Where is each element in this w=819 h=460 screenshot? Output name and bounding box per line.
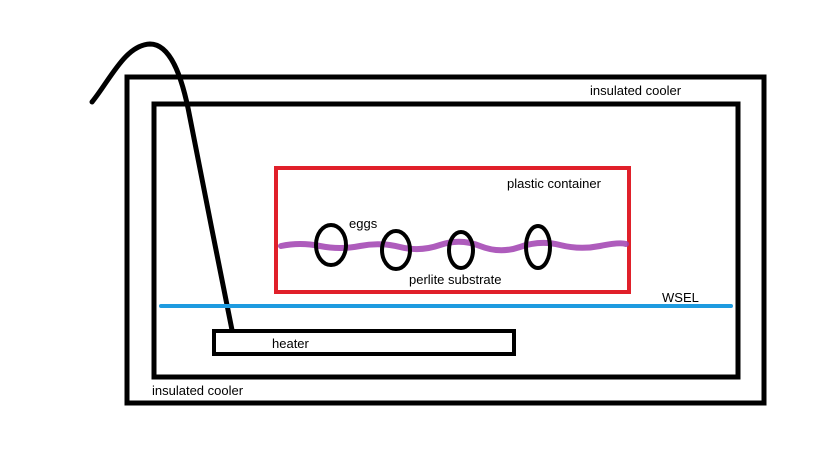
plastic-container-box — [274, 166, 631, 294]
outer-cooler-top-label: insulated cooler — [590, 83, 682, 98]
heater-box — [212, 329, 516, 356]
inner-cooler-box — [151, 101, 741, 380]
plastic-container-label: plastic container — [507, 176, 602, 191]
egg — [314, 223, 348, 267]
wsel-label: WSEL — [662, 290, 699, 305]
outer-cooler-box — [124, 74, 767, 406]
egg — [447, 230, 475, 270]
egg — [380, 229, 412, 271]
outer-cooler-bottom-label: insulated cooler — [152, 383, 244, 398]
heater-label: heater — [272, 336, 310, 351]
heater-cord — [89, 41, 235, 333]
eggs-label: eggs — [349, 216, 378, 231]
egg — [524, 224, 552, 270]
perlite-substrate-line — [278, 238, 629, 254]
perlite-substrate-label: perlite substrate — [409, 272, 502, 287]
